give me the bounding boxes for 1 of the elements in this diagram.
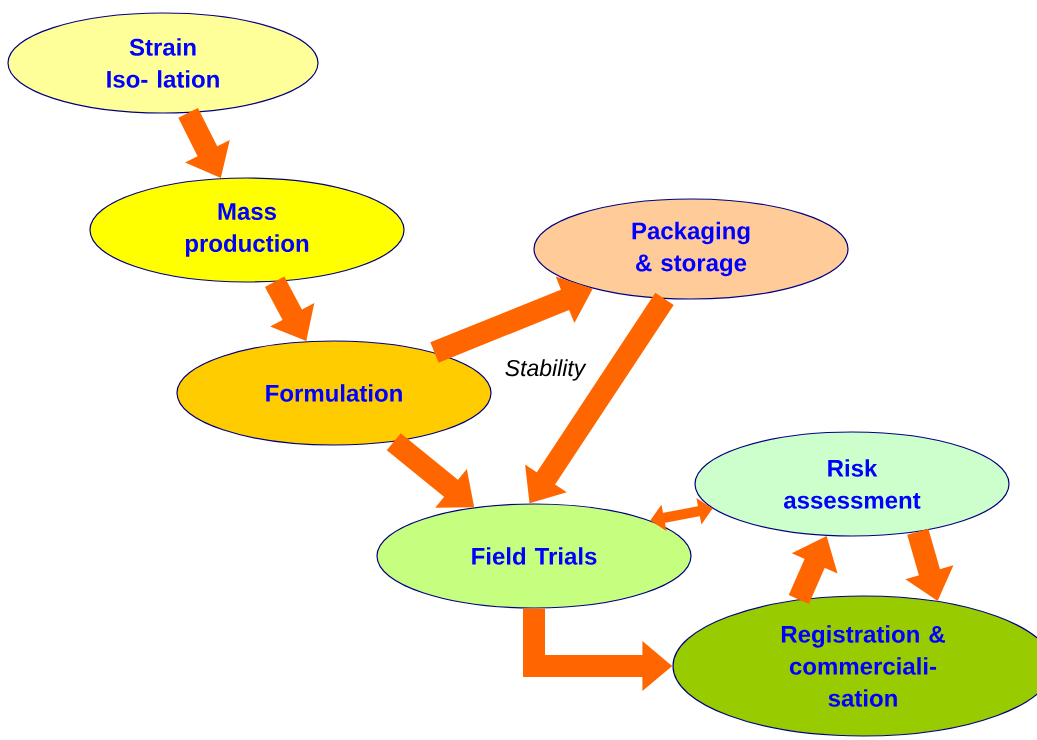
edge-label: Stability bbox=[505, 359, 587, 381]
